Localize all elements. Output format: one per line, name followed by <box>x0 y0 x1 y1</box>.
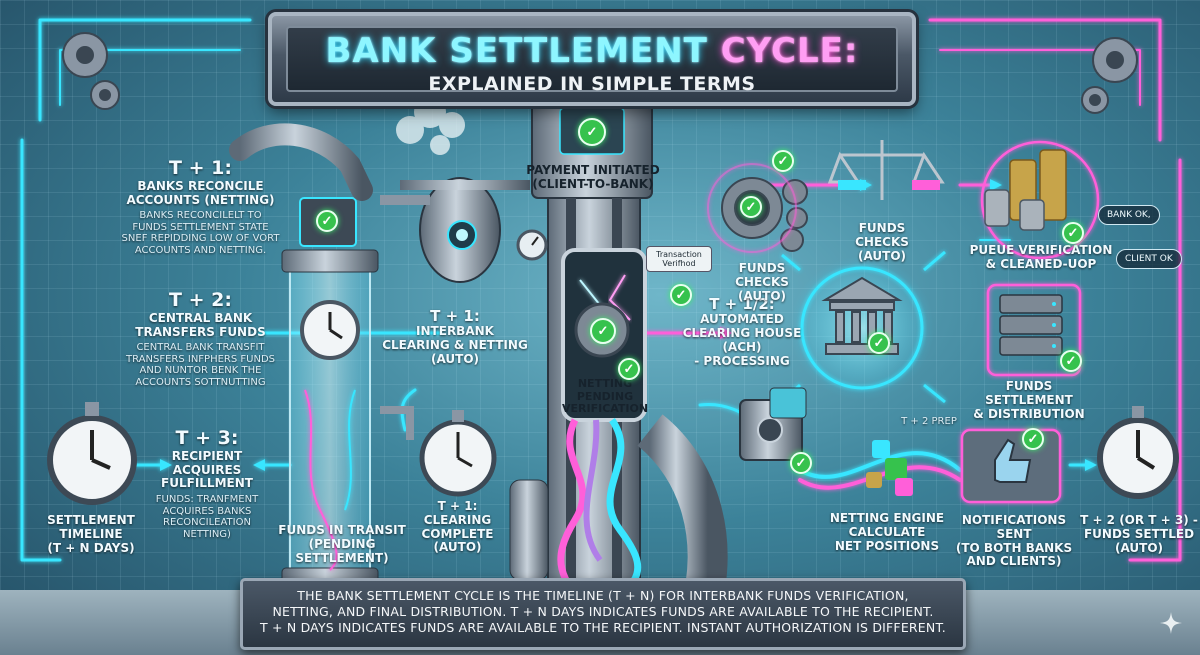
ach-processing-label: T + 1/2: AUTOMATED CLEARING HOUSE (ACH) … <box>682 295 802 368</box>
transaction-note: Transaction Verifhod <box>646 246 712 272</box>
step-t2-central-bank: T + 2: CENTRAL BANK TRANSFERS FUNDS CENT… <box>126 289 275 388</box>
summary-plaque: THE BANK SETTLEMENT CYCLE IS THE TIMELIN… <box>240 578 966 650</box>
funds-checks-left-label: FUNDS CHECKS (AUTO) <box>735 261 789 303</box>
t2-prep-label: T + 2 PREP <box>901 416 957 427</box>
step-t3-recipient: T + 3: RECIPIENT ACQUIRES FULFILLMENT FU… <box>155 427 259 540</box>
step-t1-reconcile: T + 1: BANKS RECONCILE ACCOUNTS (NETTING… <box>121 157 280 256</box>
funds-checks-top-label: FUNDS CHECKS (AUTO) <box>855 221 909 263</box>
funds-in-transit-label: FUNDS IN TRANSIT (PENDING SETTLEMENT) <box>278 523 406 565</box>
check-icon: ✓ <box>316 210 338 232</box>
sparkle-icon <box>1160 612 1182 634</box>
check-icon: ✓ <box>868 332 890 354</box>
interbank-clearing-label: T + 1: INTERBANK CLEARING & NETTING (AUT… <box>382 307 528 366</box>
check-icon: ✓ <box>1062 222 1084 244</box>
check-icon: ✓ <box>1060 350 1082 372</box>
client-ok-badge: CLIENT OK <box>1116 249 1182 269</box>
check-icon: ✓ <box>790 452 812 474</box>
check-icon: ✓ <box>740 196 762 218</box>
page-subtitle: EXPLAINED IN SIMPLE TERMS <box>428 73 756 95</box>
check-icon: ✓ <box>590 318 616 344</box>
funds-settlement-label: FUNDS SETTLEMENT & DISTRIBUTION <box>973 379 1085 421</box>
payment-initiated-label: PAYMENT INITIATED (CLIENT-TO-BANK) <box>526 163 660 191</box>
queue-verification-label: PUEUE VERIFICATION & CLEANED-UOP <box>969 243 1113 271</box>
funds-settled-label: T + 2 (OR T + 3) - FUNDS SETTLED (AUTO) <box>1080 513 1198 555</box>
check-icon: ✓ <box>578 118 606 146</box>
gear-icon <box>62 32 1138 114</box>
check-icon: ✓ <box>618 358 640 380</box>
check-icon: ✓ <box>772 150 794 172</box>
check-icon: ✓ <box>1022 428 1044 450</box>
netting-pending-label: NETTING PENDING VERIFICATION <box>562 377 649 416</box>
settlement-timeline-label: SETTLEMENT TIMELINE (T + N DAYS) <box>47 513 135 555</box>
notifications-sent-label: NOTIFICATIONS SENT (TO BOTH BANKS AND CL… <box>955 513 1073 569</box>
netting-engine-label: NETTING ENGINE CALCULATE NET POSITIONS <box>829 511 945 553</box>
title-plate: BANK SETTLEMENT CYCLE: EXPLAINED IN SIMP… <box>268 12 916 106</box>
bank-ok-badge: BANK OK, <box>1098 205 1160 225</box>
page-title: BANK SETTLEMENT CYCLE: <box>325 31 859 71</box>
clearing-complete-label: T + 1: CLEARING COMPLETE (AUTO) <box>421 499 494 555</box>
check-icon: ✓ <box>670 284 692 306</box>
